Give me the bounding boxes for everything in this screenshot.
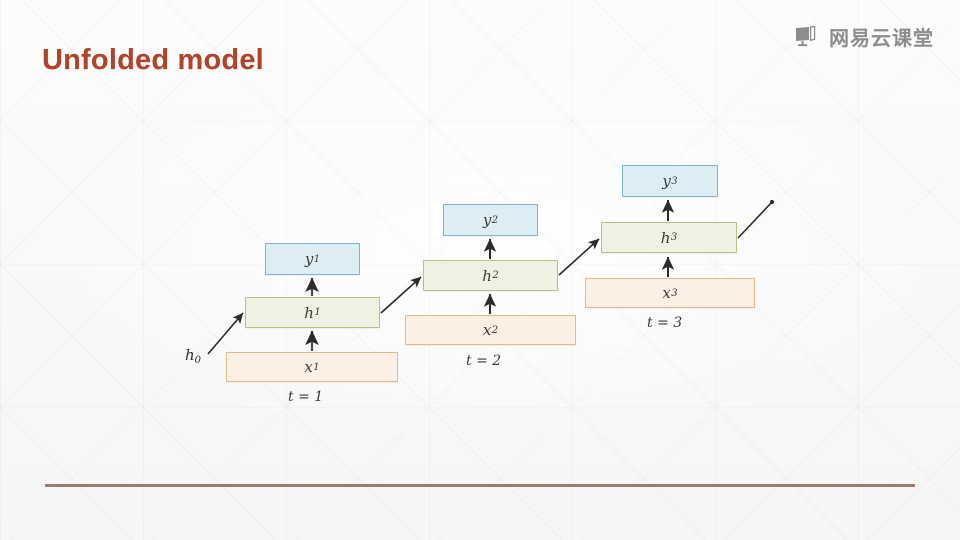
hidden-node-h3[interactable]: h3 (601, 222, 737, 253)
edge-h2-to-h3 (559, 239, 599, 275)
hidden-node-h2[interactable]: h2 (423, 260, 558, 291)
edge-h3-to-next-endpoint (770, 200, 774, 204)
input-node-x2[interactable]: x2 (405, 315, 576, 345)
output-node-y1[interactable]: y1 (265, 243, 360, 275)
hidden-node-h1[interactable]: h1 (245, 297, 380, 328)
output-node-y2[interactable]: y2 (443, 204, 538, 236)
initial-state-label: h0 (185, 346, 201, 366)
timestep-label-1: t = 1 (288, 389, 323, 405)
input-node-x3[interactable]: x3 (585, 278, 755, 308)
edge-h1-to-h2 (381, 277, 421, 313)
edge-h0-to-h1 (208, 313, 243, 354)
footer-rule (45, 484, 915, 487)
timestep-label-2: t = 2 (466, 353, 501, 369)
input-node-x1[interactable]: x1 (226, 352, 398, 382)
edge-h3-to-next (738, 202, 772, 238)
timestep-label-3: t = 3 (647, 315, 682, 331)
output-node-y3[interactable]: y3 (622, 165, 718, 197)
